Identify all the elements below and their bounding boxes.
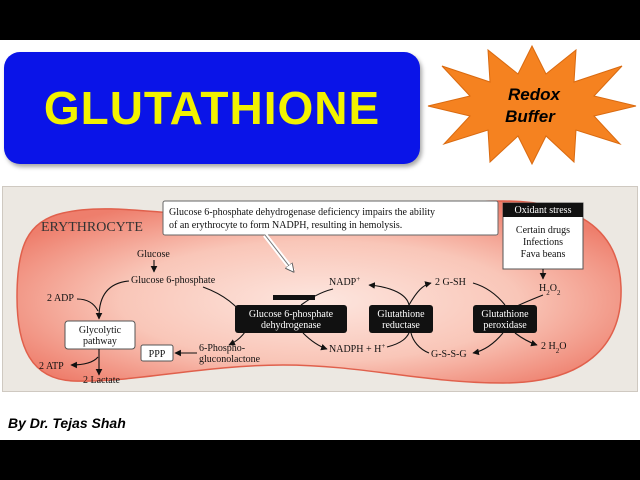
badge-line-1: Redox: [508, 85, 562, 104]
gsh-label: 2 G-SH: [435, 277, 466, 288]
oxidant-item-3: Fava beans: [521, 249, 566, 260]
gssg-to-gr-arrow: [410, 332, 430, 354]
nadph-to-gr-arrow: [386, 332, 410, 348]
callout-line-1: Glucose 6-phosphate dehydrogenase defici…: [169, 207, 435, 218]
gp-to-h2o-arrow: [514, 332, 538, 347]
starburst-shape: [427, 44, 637, 166]
glycolytic-label-1: Glycolytic: [79, 325, 122, 336]
g6pd-to-nadph-arrow: [302, 332, 328, 351]
glutathione-pathway-diagram: ERYTHROCYTE Glucose 6-phosphate dehydrog…: [16, 200, 622, 386]
nadp-label: NADP+: [329, 275, 360, 288]
gp-label-1: Glutathione: [481, 309, 529, 320]
gp-label-2: peroxidase: [483, 320, 527, 331]
glycolysis-arrow: [95, 280, 130, 320]
gr-label-1: Glutathione: [377, 309, 425, 320]
page-title: GLUTATHIONE: [43, 82, 381, 134]
gssg-label: G-S-S-G: [431, 349, 467, 360]
badge-line-2: Buffer: [505, 107, 556, 126]
oxidant-item-2: Infections: [523, 237, 563, 248]
oxidant-stress-header: [503, 203, 583, 217]
gluconolactone-label-2: gluconolactone: [199, 354, 261, 365]
glucose-6-phosphate-label: Glucose 6-phosphate: [131, 275, 216, 286]
lactate-label: 2 Lactate: [83, 375, 120, 386]
callout-line-2: of an erythrocyte to form NADPH, resulti…: [169, 220, 402, 231]
h2o2-label: H2O2: [539, 283, 561, 297]
glutathione-reductase-box: [369, 305, 433, 333]
glycolytic-label-2: pathway: [83, 336, 117, 347]
deficiency-block-bar: [273, 295, 315, 300]
oxidant-stress-title: Oxidant stress: [515, 205, 572, 216]
gp-to-gssg-arrow: [472, 332, 504, 356]
gr-to-gsh-arrow: [408, 281, 432, 306]
gsh-to-gp-arrow: [472, 282, 506, 306]
ppp-label: PPP: [149, 349, 166, 360]
cell-label: ERYTHROCYTE: [41, 220, 143, 235]
atp-arrow: [70, 356, 99, 369]
callout-box: [162, 200, 499, 236]
atp-label: 2 ATP: [39, 361, 64, 372]
adp-label: 2 ADP: [47, 293, 74, 304]
ppp-box: [140, 344, 174, 362]
nadp-to-g6pd-arrow: [300, 288, 334, 306]
glycolytic-pathway-box: [64, 320, 136, 350]
gr-label-2: reductase: [382, 320, 420, 331]
h2o2-to-gp-arrow: [514, 294, 544, 308]
g6pd-label-2: dehydrogenase: [261, 320, 322, 331]
nadph-label: NADPH + H+: [329, 342, 385, 355]
callout-pointer-outline: [264, 234, 293, 271]
author-credit: By Dr. Tejas Shah: [8, 415, 126, 431]
gluconolactone-label-1: 6-Phospho-: [199, 343, 245, 354]
glucose-label: Glucose: [137, 249, 170, 260]
g6pd-enzyme-box: [235, 305, 347, 333]
gr-to-nadp-arrow: [368, 282, 410, 306]
oxidant-item-1: Certain drugs: [516, 225, 570, 236]
glutathione-peroxidase-box: [473, 305, 537, 333]
h2o-label: 2 H2O: [541, 341, 566, 355]
diagram-panel: ERYTHROCYTE Glucose 6-phosphate dehydrog…: [2, 186, 638, 392]
redox-buffer-badge: Redox Buffer: [427, 44, 637, 166]
title-banner: GLUTATHIONE: [4, 52, 420, 164]
g6pd-label-1: Glucose 6-phosphate: [249, 309, 334, 320]
adp-arrow: [76, 298, 99, 312]
